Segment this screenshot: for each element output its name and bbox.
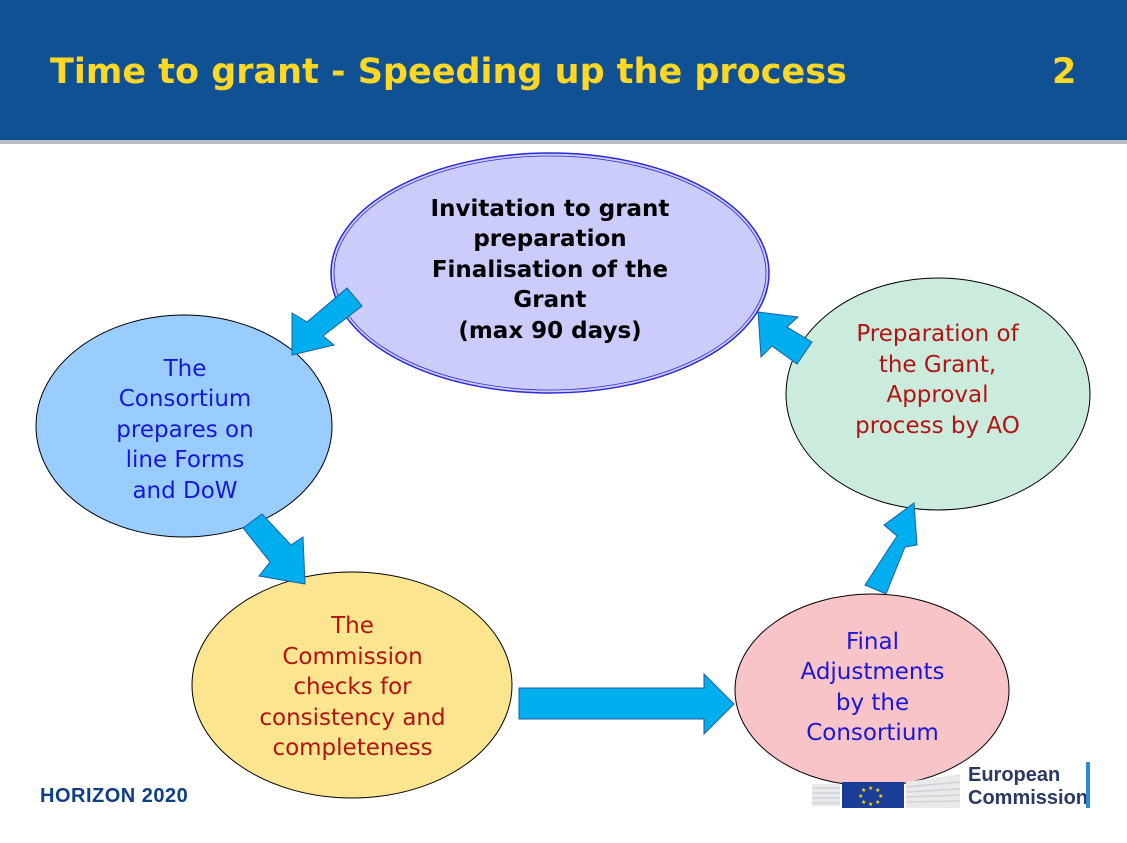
node-left-line: The xyxy=(163,355,207,382)
node-top-ellipse xyxy=(330,152,770,394)
node-bottom-line: checks for xyxy=(293,674,412,701)
node-right-line: process by AO xyxy=(855,412,1020,439)
slide-number: 2 xyxy=(1052,52,1077,92)
logo-stripes-right-icon xyxy=(905,774,961,808)
node-bottom-right-line: Consortium xyxy=(806,720,939,746)
node-top-line: Grant xyxy=(513,287,587,314)
node-left-line: prepares on xyxy=(116,416,254,443)
node-bottom-ellipse xyxy=(191,571,513,799)
logo-line-2: Commission xyxy=(968,787,1089,809)
svg-text:★: ★ xyxy=(868,785,873,792)
node-bottom-line: The xyxy=(331,613,374,640)
svg-text:★: ★ xyxy=(861,799,866,806)
eu-flag-icon: ★ ★ ★ ★ ★ ★ ★ ★ xyxy=(842,782,904,808)
node-top-line: (max 90 days) xyxy=(458,317,642,344)
node-right-line: the Grant, xyxy=(878,351,997,378)
node-right-ellipse xyxy=(785,277,1091,511)
svg-text:★: ★ xyxy=(861,787,866,794)
arrow-bottom-right-to-right xyxy=(864,502,918,595)
node-right-text: Preparation of the Grant, Approval proce… xyxy=(815,310,1060,450)
header-bar xyxy=(0,0,1127,140)
european-commission-wordmark: European Commission xyxy=(968,764,1088,810)
node-bottom-right-line: by the xyxy=(835,689,910,716)
arrow-left-to-bottom xyxy=(242,513,306,585)
node-left-ellipse xyxy=(35,314,333,538)
node-top-line: Invitation to grant xyxy=(430,195,670,222)
svg-text:★: ★ xyxy=(858,793,863,800)
header-divider xyxy=(0,140,1127,144)
arrow-right-to-top xyxy=(757,311,813,365)
logo-accent-bar xyxy=(1086,762,1090,808)
slide-title: Time to grant - Speeding up the process xyxy=(50,52,847,92)
node-left-line: Consortium xyxy=(118,386,252,413)
svg-text:★: ★ xyxy=(875,799,880,806)
node-left-line: and DoW xyxy=(132,477,238,504)
node-bottom-line: consistency and xyxy=(259,704,446,731)
node-right-line: Preparation of xyxy=(856,321,1019,347)
arrow-bottom-to-bottom-right xyxy=(518,672,735,736)
node-top-line: preparation xyxy=(473,226,627,253)
node-left-line: line Forms xyxy=(125,447,245,474)
european-commission-logo: ★ ★ ★ ★ ★ ★ ★ ★ xyxy=(812,774,961,808)
svg-text:★: ★ xyxy=(868,801,873,808)
node-bottom-line: completeness xyxy=(272,735,433,762)
logo-line-1: European xyxy=(968,764,1061,786)
logo-stripes-left-icon xyxy=(812,784,840,806)
node-top-text: Invitation to grant preparation Finalisa… xyxy=(380,190,720,350)
node-right-line: Approval xyxy=(886,382,989,408)
node-top-line: Finalisation of the xyxy=(431,256,669,283)
svg-text:★: ★ xyxy=(875,787,880,794)
node-bottom-right-text: Final Adjustments by the Consortium xyxy=(760,615,985,760)
node-left-text: The Consortium prepares on line Forms an… xyxy=(60,345,310,515)
node-bottom-text: The Commission checks for consistency an… xyxy=(215,600,490,775)
node-bottom-right-line: Final xyxy=(845,628,899,655)
node-bottom-right-line: Adjustments xyxy=(800,659,945,685)
horizon-2020-label: HORIZON 2020 xyxy=(40,785,189,807)
svg-text:★: ★ xyxy=(878,793,883,800)
arrow-top-to-left xyxy=(291,287,363,356)
node-bottom-line: Commission xyxy=(282,643,423,670)
